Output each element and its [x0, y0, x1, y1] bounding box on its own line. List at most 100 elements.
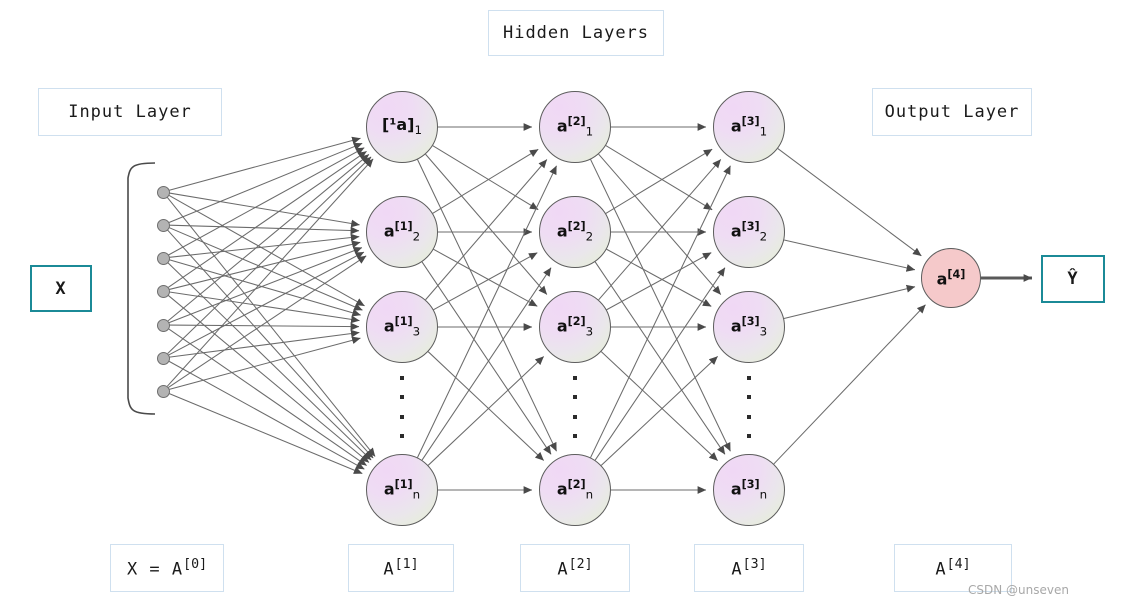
edge-h2-to-h3 — [598, 153, 722, 295]
edge-h1-to-h2 — [432, 145, 539, 211]
edge-h1-to-h2 — [433, 252, 538, 311]
ellipsis-dot — [400, 395, 404, 400]
neuron-label: a[1]n — [383, 477, 421, 502]
layer-activation-label-0: X = A[0] — [110, 544, 224, 592]
neuron-hidden-layer-3-2: a[3]2 — [713, 196, 785, 268]
output-vector-label: Ŷ — [1067, 269, 1079, 289]
vertical-ellipsis-hidden-layer-2 — [572, 376, 578, 438]
layer-activation-label-text: A[2] — [557, 556, 593, 580]
edge-input-to-h1 — [169, 329, 360, 358]
input-unit-dot — [156, 318, 170, 332]
layer-activation-label-1: A[1] — [348, 544, 454, 592]
output-layer-title-box: Output Layer — [872, 88, 1032, 136]
output-vector-box: Ŷ — [1041, 255, 1105, 303]
layer-activation-label-3: A[3] — [694, 544, 804, 592]
neuron-hidden-layer-2-1: a[2]1 — [539, 91, 611, 163]
ellipsis-dot — [573, 376, 577, 380]
edge-h2-to-h3 — [606, 248, 712, 307]
neuron-hidden-layer-2-2: a[2]2 — [539, 196, 611, 268]
layer-activation-label-text: X = A[0] — [126, 556, 208, 580]
output-layer-title-text: Output Layer — [884, 102, 1020, 122]
ellipsis-dot — [400, 376, 404, 380]
edge-h2-to-h3 — [590, 159, 731, 452]
ellipsis-dot — [400, 433, 404, 438]
input-unit-dot — [156, 218, 170, 232]
input-unit-dot — [156, 351, 170, 365]
neuron-label: a[2]2 — [556, 219, 594, 244]
edge-input-to-h1 — [169, 322, 360, 331]
edge-h2-to-h3 — [605, 148, 713, 214]
neuron-hidden-layer-1-4: a[1]n — [366, 454, 438, 526]
edge-h1-to-h2 — [421, 261, 552, 455]
edge-input-to-h1 — [169, 224, 360, 235]
edge-input-to-h1 — [168, 328, 367, 467]
layer-activation-label-text: A[3] — [731, 556, 767, 580]
edge-h2-to-h3 — [605, 145, 713, 211]
neuron-hidden-layer-3-1: a[3]1 — [713, 91, 785, 163]
edge-input-to-h1 — [168, 142, 363, 224]
edge-input-to-h1 — [166, 229, 374, 459]
ellipsis-dot — [573, 433, 577, 438]
edge-h3-to-output — [783, 239, 916, 272]
ellipsis-dot — [573, 395, 577, 400]
input-layer-title-text: Input Layer — [68, 102, 192, 122]
edge-h1-to-h2 — [417, 159, 557, 452]
input-vector-box: X — [30, 265, 92, 312]
edge-input-to-h1 — [169, 136, 361, 191]
neuron-label: [¹a]1 — [382, 114, 422, 138]
edge-h2-to-h3 — [594, 261, 726, 455]
hidden-layers-title-box: Hidden Layers — [488, 10, 664, 56]
neuron-output-layer-1: a[4] — [921, 248, 981, 308]
layer-activation-label-text: A[4] — [935, 556, 971, 580]
edge-input-to-h1 — [169, 336, 361, 390]
vertical-ellipsis-hidden-layer-3 — [746, 376, 752, 438]
edge-input-to-h1 — [169, 240, 361, 290]
input-vector-label: X — [55, 278, 67, 299]
input-unit-dot — [156, 185, 170, 199]
edge-input-to-h1 — [168, 393, 363, 475]
neuron-hidden-layer-3-3: a[3]3 — [713, 291, 785, 363]
input-unit-dot — [156, 384, 170, 398]
neuron-label: a[3]2 — [730, 219, 768, 244]
neuron-label: a[3]n — [730, 477, 768, 502]
hidden-layers-title-text: Hidden Layers — [502, 23, 650, 43]
edge-input-to-h1 — [167, 154, 370, 322]
neuron-hidden-layer-3-4: a[3]n — [713, 454, 785, 526]
edge-input-to-h1 — [169, 291, 360, 324]
edge-h1-to-h2 — [432, 148, 539, 214]
edge-h2-to-h3 — [594, 267, 726, 461]
neuron-hidden-layer-1-1: [¹a]1 — [366, 91, 438, 163]
neuron-hidden-layer-2-3: a[2]3 — [539, 291, 611, 363]
input-unit-dot — [156, 284, 170, 298]
edge-h1-to-h2 — [425, 159, 548, 301]
edge-input-to-h1 — [168, 255, 367, 388]
edge-input-to-h1 — [168, 360, 365, 470]
layer-activation-label-text: A[1] — [383, 556, 419, 580]
edge-input-to-h1 — [168, 227, 363, 311]
ellipsis-dot — [747, 433, 751, 438]
edge-input-to-h1 — [166, 196, 376, 457]
layer-activation-label-2: A[2] — [520, 544, 630, 592]
edge-input-to-h1 — [168, 247, 363, 324]
edge-input-to-h1 — [167, 262, 372, 461]
layer-activation-label-4: A[4] — [894, 544, 1012, 592]
ellipsis-dot — [400, 414, 404, 419]
ellipsis-dot — [747, 395, 751, 400]
watermark-text: CSDN @unseven — [968, 583, 1069, 597]
ellipsis-dot — [573, 414, 577, 419]
ellipsis-dot — [747, 376, 751, 380]
edge-input-to-h1 — [167, 294, 370, 463]
edge-input-to-h1 — [169, 259, 361, 317]
edge-h2-to-h3 — [600, 351, 718, 461]
edge-input-to-h1 — [168, 147, 365, 256]
edge-input-to-h1 — [166, 158, 374, 387]
edge-h1-to-h2 — [425, 153, 548, 295]
edge-input-to-h1 — [168, 150, 367, 288]
neuron-hidden-layer-1-3: a[1]3 — [366, 291, 438, 363]
neuron-label: a[4] — [936, 267, 966, 289]
edge-h2-to-h3 — [590, 165, 731, 458]
neuron-label: a[2]n — [556, 477, 594, 502]
edge-h1-to-h2 — [427, 351, 545, 461]
edge-h1-to-h2 — [427, 356, 545, 466]
input-unit-dot — [156, 251, 170, 265]
